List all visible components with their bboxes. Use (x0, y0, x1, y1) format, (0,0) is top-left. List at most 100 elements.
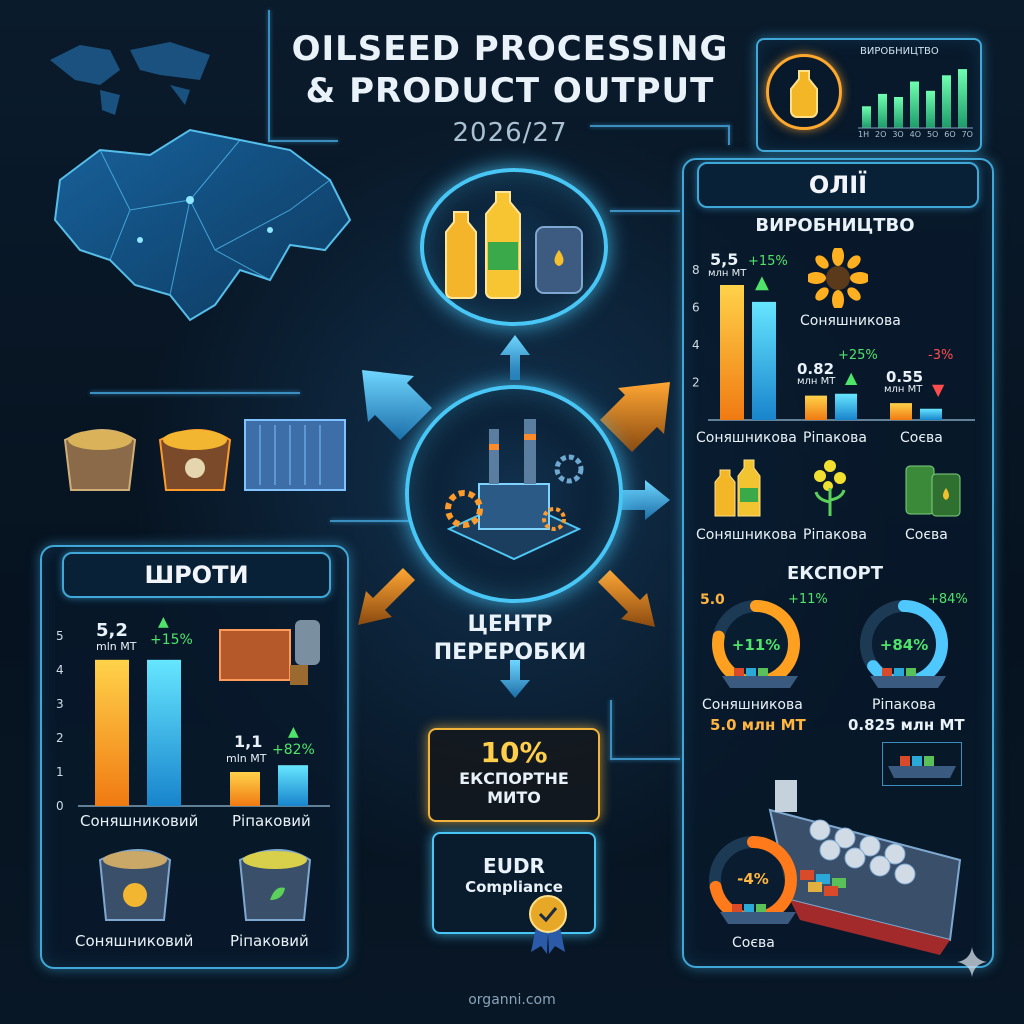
up-arrow-icon: ▲ (288, 724, 299, 740)
up-arrow-icon: ▲ (158, 614, 169, 630)
export-name-sunflower: Соняшникова (702, 697, 803, 713)
eudr-badge: EUDR Compliance (432, 832, 596, 934)
export-title: ЕКСПОРТ (786, 563, 884, 584)
cargo-ship-icon (870, 668, 946, 688)
down-arrow-icon: ▼ (932, 380, 945, 399)
oils-bar (890, 403, 912, 420)
export-value-sunflower: 5.0 млн МТ (710, 716, 806, 734)
oil-change-rapeseed: +25% (838, 348, 878, 363)
footer-site: organni.com (468, 992, 556, 1008)
oils-y-tick: 6 (692, 301, 700, 315)
production-title: ВИРОБНИЦТВО (755, 215, 915, 236)
storage-container-icon (219, 620, 320, 685)
duty-percent: 10% (480, 736, 548, 769)
meal-bags-icon (98, 849, 312, 921)
meals-category-sunflower: Соняшниковий (80, 812, 199, 830)
oil-value-soy: 0.55 (886, 368, 924, 386)
processing-hub (405, 385, 623, 603)
mini-bar (926, 90, 935, 128)
mini-tick: 2O (875, 130, 887, 139)
bottles-icon (445, 191, 583, 299)
export-value-rapeseed: 0.825 млн МТ (848, 716, 965, 734)
mini-bar (894, 97, 903, 128)
factory-icon (445, 419, 584, 561)
mini-bar (862, 106, 871, 128)
meals-y-tick: 2 (56, 731, 64, 745)
flow-arrows (358, 335, 670, 698)
oil-icon-label-soy: Соєва (905, 527, 948, 543)
mini-bar (942, 75, 951, 128)
meals-change-rapeseed: +82% (272, 742, 315, 758)
oils-y-tick: 4 (692, 338, 700, 352)
duty-line-1: ЕКСПОРТНЕ (459, 769, 569, 788)
oil-icon-label-sunflower: Соняшникова (696, 527, 797, 543)
meals-bar (147, 659, 181, 806)
oil-unit-soy: млн МТ (884, 384, 923, 395)
mini-bar (958, 69, 967, 128)
mini-chart-label: ВИРОБНИЦТВО (860, 46, 939, 57)
oils-bar (805, 395, 827, 420)
connector-line (590, 125, 730, 127)
meals-y-tick: 1 (56, 765, 64, 779)
mini-tick: 1H (858, 130, 870, 139)
export-name-soy: Соєва (732, 935, 775, 951)
mini-bar (878, 93, 887, 128)
meals-bar (95, 659, 129, 806)
meals-unit-sunflower: mln MT (96, 640, 137, 653)
center-label-2: ПЕРЕРОБКИ (433, 640, 587, 665)
ring-label-sunflower: +11% (731, 636, 781, 654)
meals-y-tick: 4 (56, 663, 64, 677)
export-sunflower-change: +11% (788, 592, 828, 607)
center-label-1: ЦЕНТР (467, 612, 553, 637)
sunflower-label: Соняшникова (800, 313, 901, 329)
meals-value-sunflower: 5,2 (96, 620, 128, 641)
meals-change-sunflower: +15% (150, 632, 193, 648)
oil-category-soy: Соєва (900, 430, 943, 446)
oil-jug-icon (766, 54, 842, 130)
oil-product-icons (714, 459, 961, 517)
title-block: OILSEED PROCESSING & PRODUCT OUTPUT 2026… (230, 28, 790, 148)
mini-bar (910, 81, 919, 128)
mini-production-panel: ВИРОБНИЦТВО 1H 2O 3O 4O 5O 6O 7O (756, 38, 982, 152)
oil-category-sunflower: Соняшникова (696, 430, 797, 446)
mini-tick: 6O (944, 130, 956, 139)
meals-y-tick: 5 (56, 629, 64, 643)
tanker-ship-icon (768, 780, 962, 955)
oils-bar (720, 285, 744, 420)
connector-line (610, 758, 680, 760)
duty-line-2: МИТО (487, 788, 541, 807)
title-line-1: OILSEED PROCESSING (291, 29, 729, 69)
sparkle-icon (957, 947, 987, 977)
meals-title: ШРОТИ (62, 552, 331, 598)
oils-bar (752, 301, 776, 420)
export-name-rapeseed: Ріпакова (872, 697, 936, 713)
meals-bar-chart: 0 1 2 3 4 5 (56, 629, 330, 813)
oils-y-tick: 8 (692, 263, 700, 277)
meal-bag-label-rapeseed: Ріпаковий (230, 932, 309, 950)
ukraine-map (53, 128, 352, 322)
mini-tick: 5O (926, 130, 939, 139)
oil-unit-rapeseed: млн МТ (797, 376, 836, 387)
mini-bar-chart (858, 69, 973, 129)
connector-line (610, 700, 612, 760)
export-sunflower-top-value: 5.0 (700, 592, 725, 608)
connector-line (90, 392, 300, 394)
meals-category-rapeseed: Ріпаковий (232, 812, 311, 830)
title-line-2: & PRODUCT OUTPUT (305, 71, 715, 111)
meals-bar (230, 772, 260, 806)
up-arrow-icon: ▲ (755, 272, 769, 293)
mini-tick: 3O (892, 130, 904, 139)
oils-title: ОЛІЇ (697, 162, 979, 208)
meals-y-tick: 0 (56, 799, 64, 813)
up-arrow-icon: ▲ (845, 368, 858, 387)
ring-label-soy: -4% (737, 870, 769, 888)
sunflower-icon (808, 248, 868, 308)
certificate-seal-icon (529, 895, 567, 954)
oils-bar (920, 408, 942, 420)
connector-line (610, 210, 680, 212)
meals-bar (278, 765, 308, 806)
connector-line (330, 520, 440, 522)
meals-y-tick: 3 (56, 697, 64, 711)
export-duty-badge: 10% ЕКСПОРТНЕ МИТО (428, 728, 600, 822)
